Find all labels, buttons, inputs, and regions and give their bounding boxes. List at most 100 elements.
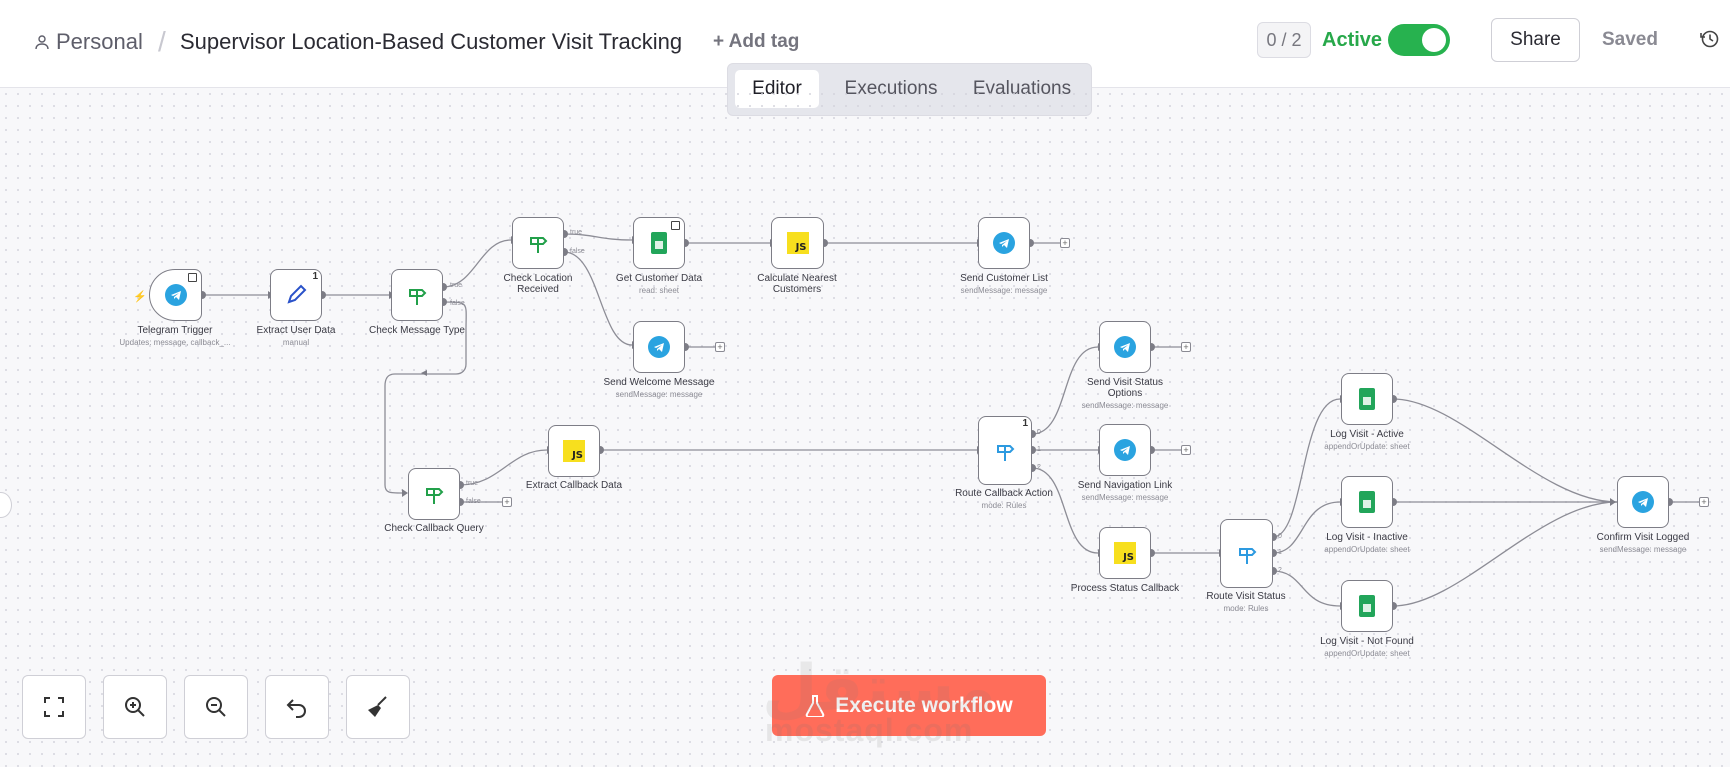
share-button[interactable]: Share <box>1491 18 1580 62</box>
node-extract-user-data[interactable]: 1 <box>270 269 322 321</box>
sheets-icon <box>1359 388 1375 410</box>
tidy-up-button[interactable] <box>346 675 410 739</box>
node-send-customer-list[interactable] <box>978 217 1030 269</box>
telegram-icon <box>1114 439 1136 461</box>
zoom-out-button[interactable] <box>184 675 248 739</box>
pencil-icon <box>287 284 307 304</box>
node-check-callback-query[interactable] <box>408 468 460 520</box>
node-log-visit-active[interactable] <box>1341 373 1393 425</box>
edge-location-false-to-welcome <box>563 251 633 346</box>
js-icon: JS <box>786 232 809 254</box>
node-log-visit-not-found[interactable] <box>1341 580 1393 632</box>
edge-label-1: 1 <box>1037 446 1041 453</box>
trigger-bolt-icon: ⚡ <box>133 291 147 303</box>
flask-icon <box>806 694 825 717</box>
add-node-plus[interactable]: + <box>1181 445 1191 455</box>
add-node-plus[interactable]: + <box>1181 342 1191 352</box>
node-route-visit-status[interactable] <box>1220 519 1273 588</box>
add-node-plus[interactable]: + <box>715 342 725 352</box>
workflow-title[interactable]: Supervisor Location-Based Customer Visit… <box>180 29 683 54</box>
fit-view-icon <box>44 697 64 717</box>
edge-label-false: false <box>570 248 585 255</box>
add-node-plus[interactable]: + <box>502 497 512 507</box>
node-check-message-type[interactable] <box>391 269 443 321</box>
node-process-status-callback[interactable]: JS <box>1099 527 1151 579</box>
zoom-out-icon <box>206 697 226 717</box>
node-log-visit-inactive[interactable] <box>1341 476 1393 528</box>
edge-message-true-to-location <box>442 239 512 288</box>
edge-label-false: false <box>466 498 481 505</box>
toggle-knob <box>1422 28 1446 52</box>
execute-workflow-label: Execute workflow <box>835 693 1013 717</box>
workflow-canvas[interactable] <box>0 88 1730 767</box>
node-check-location-received[interactable] <box>512 217 564 269</box>
node-extract-callback-data[interactable]: JS <box>548 425 600 477</box>
history-icon[interactable] <box>1700 29 1720 49</box>
execute-workflow-button[interactable]: Execute workflow <box>772 675 1046 736</box>
node-label: Check Location Received <box>503 273 573 295</box>
node-send-navigation-link[interactable] <box>1099 424 1151 476</box>
telegram-icon <box>648 336 670 358</box>
edge-label-0: 0 <box>1278 533 1282 540</box>
node-route-callback-action[interactable]: 1 <box>978 416 1032 485</box>
workflow-counter: 0 / 2 <box>1257 22 1311 58</box>
node-label: Extract Callback Data <box>525 480 623 491</box>
add-node-plus[interactable]: + <box>1699 497 1709 507</box>
node-telegram-trigger[interactable] <box>149 269 202 321</box>
telegram-icon <box>1114 336 1136 358</box>
active-label: Active <box>1322 29 1383 51</box>
breadcrumb-separator: / <box>158 26 166 57</box>
edge-label-1: 1 <box>1278 549 1282 556</box>
watermark-text: mostaql.com <box>765 712 974 748</box>
edge-location-true-to-get-customer <box>563 233 633 241</box>
zoom-in-button[interactable] <box>103 675 167 739</box>
edge-notfound-to-confirm <box>1392 501 1618 607</box>
zoom-in-icon <box>125 697 145 717</box>
expand-icon <box>188 273 197 282</box>
edge-label-0: 0 <box>1037 429 1041 436</box>
breadcrumb-project[interactable]: Personal <box>34 29 143 55</box>
node-send-welcome-message[interactable] <box>633 321 685 373</box>
node-calculate-nearest-customers[interactable]: JS <box>771 217 824 269</box>
edge-label-true: true <box>450 282 463 289</box>
undo-button[interactable] <box>265 675 329 739</box>
telegram-icon <box>993 232 1015 254</box>
edge-label-true: true <box>466 480 479 487</box>
edge-label-false: false <box>450 300 465 307</box>
undo-icon <box>286 699 306 718</box>
user-icon <box>35 35 49 50</box>
if-icon <box>426 488 444 504</box>
pin-badge: 1 <box>1022 418 1028 429</box>
edge-route2-to-process <box>1031 467 1099 554</box>
node-label: Check Callback Query <box>384 523 484 534</box>
add-node-plus[interactable]: + <box>1060 238 1070 248</box>
fit-view-button[interactable] <box>22 675 86 739</box>
node-send-visit-status-options[interactable] <box>1099 321 1151 373</box>
node-confirm-visit-logged[interactable] <box>1617 476 1669 528</box>
switch-icon <box>997 444 1015 461</box>
active-toggle[interactable] <box>1388 24 1450 56</box>
edge-label-true: true <box>570 229 583 236</box>
edge-route0-to-status-options <box>1031 346 1099 435</box>
node-label: Check Message Type <box>369 325 465 336</box>
add-tag-button[interactable]: + Add tag <box>713 31 800 52</box>
if-icon <box>530 237 548 253</box>
sheets-icon <box>651 232 667 254</box>
edge-label-2: 2 <box>1037 464 1041 471</box>
node-get-customer-data[interactable] <box>633 217 685 269</box>
edge-callback-true-to-extract-callback <box>459 449 548 486</box>
sheets-icon <box>1359 595 1375 617</box>
